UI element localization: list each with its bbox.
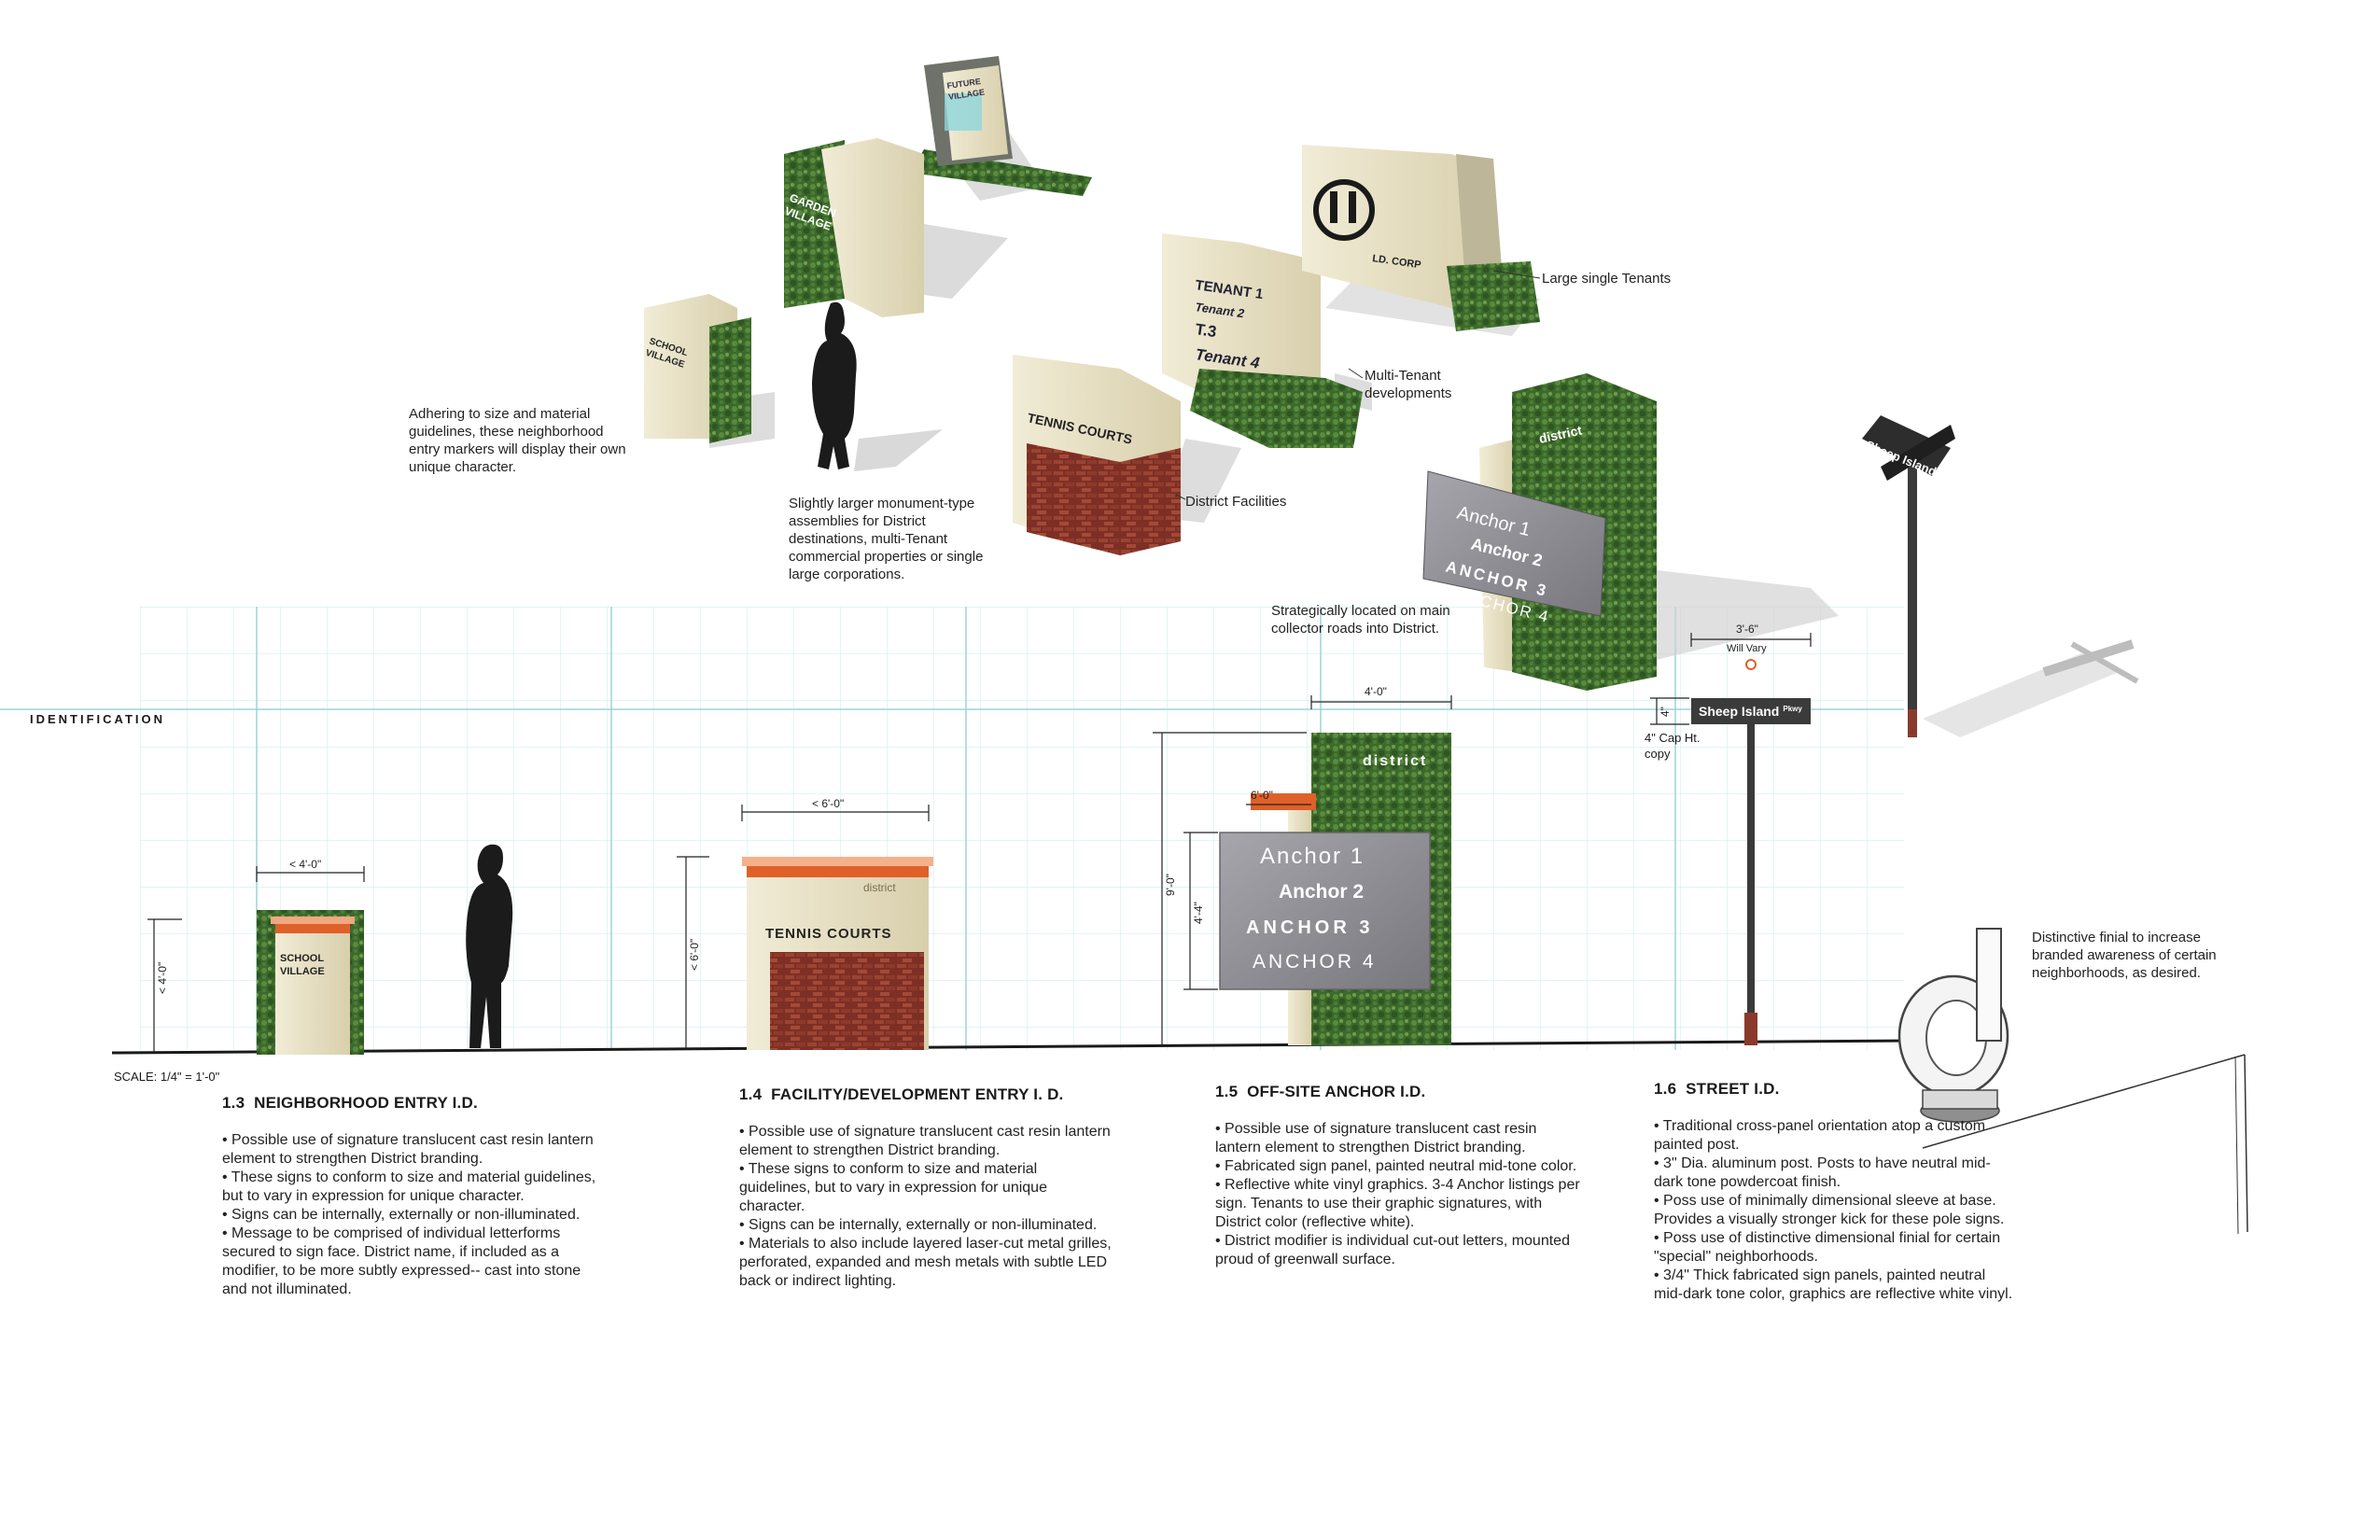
district-anchor-elevation-text: district [1363, 753, 1427, 769]
dim-facility-width: < 6'-0" [812, 797, 844, 810]
dim-anchor-height: 9'-0" [1164, 874, 1177, 896]
dim-facility-height: < 6'-0" [688, 939, 701, 971]
callout-large-tenants: Large single Tenants [1542, 271, 1672, 287]
school-elev-line-1: SCHOOL [280, 953, 324, 964]
section-title: STREET I.D. [1686, 1080, 1780, 1098]
facility-entry-elevation [742, 857, 933, 1050]
district-anchor-render [1422, 373, 1839, 691]
district-facility-elevation-text: district [863, 881, 896, 894]
neighborhood-entry-elevation [257, 910, 364, 1055]
anchor-2-elevation: Anchor 2 [1279, 881, 1364, 903]
dim-anchor-panel-height: 4'-4" [1192, 902, 1205, 924]
human-silhouette-elevation [466, 844, 513, 1048]
multi-tenant-sign-render [1162, 233, 1372, 448]
tennis-courts-sign-render [1013, 355, 1241, 555]
callout-leaders [1175, 270, 1541, 500]
finial-render [1897, 928, 2248, 1235]
anchor-3-elevation: ANCHOR 3 [1246, 917, 1373, 938]
garden-village-sign-render [784, 138, 1008, 317]
section-number: 1.3 [222, 1094, 245, 1112]
identification-label: IDENTIFICATION [30, 712, 166, 726]
dim-street-width: 3'-6" [1736, 623, 1758, 636]
school-elev-line-2: VILLAGE [280, 966, 325, 977]
dim-anchor-width: 4'-0" [1365, 685, 1387, 698]
dim-anchor-panel-width: 6'-0" [1251, 789, 1273, 802]
callout-facility: Slightly larger monument-type assemblies… [789, 496, 984, 582]
dim-street-cap: 4" [1659, 707, 1672, 717]
section-1-3: 1.3 NEIGHBORHOOD ENTRY I.D. • Possible u… [222, 1094, 605, 1299]
section-1-6: 1.6 STREET I.D. • Traditional cross-pane… [1654, 1080, 2013, 1304]
street-sign-render [1862, 415, 2139, 737]
anchor-4-elevation: ANCHOR 4 [1253, 951, 1377, 973]
section-number: 1.4 [739, 1085, 763, 1103]
section-body: • Possible use of signature translucent … [1215, 1121, 1580, 1267]
street-elevation [1691, 659, 1811, 1045]
dim-street-width-note: Will Vary [1727, 643, 1767, 654]
elevation-sign-texts: SCHOOL VILLAGE district TENNIS COURTS dis… [280, 704, 1802, 977]
ground-line [111, 1039, 1919, 1055]
future-village-sign-render [910, 56, 1092, 201]
anchor-1-elevation: Anchor 1 [1260, 844, 1365, 869]
callout-neighborhood: Adhering to size and material guidelines… [409, 406, 626, 475]
cap-height-note: 4" Cap Ht. copy [1645, 731, 1701, 761]
section-body: • Possible use of signature translucent … [739, 1124, 1112, 1289]
ld-corp-sign-render [1302, 145, 1540, 336]
dimension-texts: < 4'-0" < 4'-0" < 6'-0" < 6'-0" 4'-0" 9'… [156, 623, 1767, 994]
section-number: 1.5 [1215, 1083, 1239, 1100]
section-1-4: 1.4 FACILITY/DEVELOPMENT ENTRY I. D. • P… [739, 1085, 1113, 1291]
section-number: 1.6 [1654, 1080, 1677, 1098]
section-body: • Possible use of signature translucent … [222, 1132, 596, 1297]
section-1-5: 1.5 OFF-SITE ANCHOR I.D. • Possible use … [1215, 1083, 1584, 1269]
dimension-lines [147, 633, 1812, 1053]
dim-neighborhood-height: < 4'-0" [156, 962, 169, 994]
tenant-3-text: T.3 [1194, 320, 1217, 341]
school-village-sign-render [644, 294, 775, 448]
section-title: NEIGHBORHOOD ENTRY I.D. [254, 1094, 478, 1112]
tenant-2-text: Tenant 2 [1195, 300, 1246, 320]
human-silhouette-render [812, 301, 943, 471]
callout-multi-tenant: Multi-Tenant developments [1365, 368, 1452, 401]
section-body: • Traditional cross-panel orientation at… [1654, 1118, 2013, 1302]
callout-district-facilities: District Facilities [1185, 494, 1287, 510]
anchor-elevation [1219, 733, 1451, 1045]
section-title: FACILITY/DEVELOPMENT ENTRY I. D. [771, 1085, 1064, 1103]
dim-neighborhood-width: < 4'-0" [289, 858, 321, 871]
tennis-courts-elevation-text: TENNIS COURTS [765, 926, 892, 942]
school-village-elevation-text: SCHOOL VILLAGE [280, 953, 325, 977]
callout-finial: Distinctive finial to increase branded a… [2032, 930, 2217, 981]
callout-anchor: Strategically located on main collector … [1271, 603, 1450, 637]
section-title: OFF-SITE ANCHOR I.D. [1247, 1083, 1426, 1100]
scale-label: SCALE: 1/4" = 1'-0" [114, 1070, 220, 1084]
